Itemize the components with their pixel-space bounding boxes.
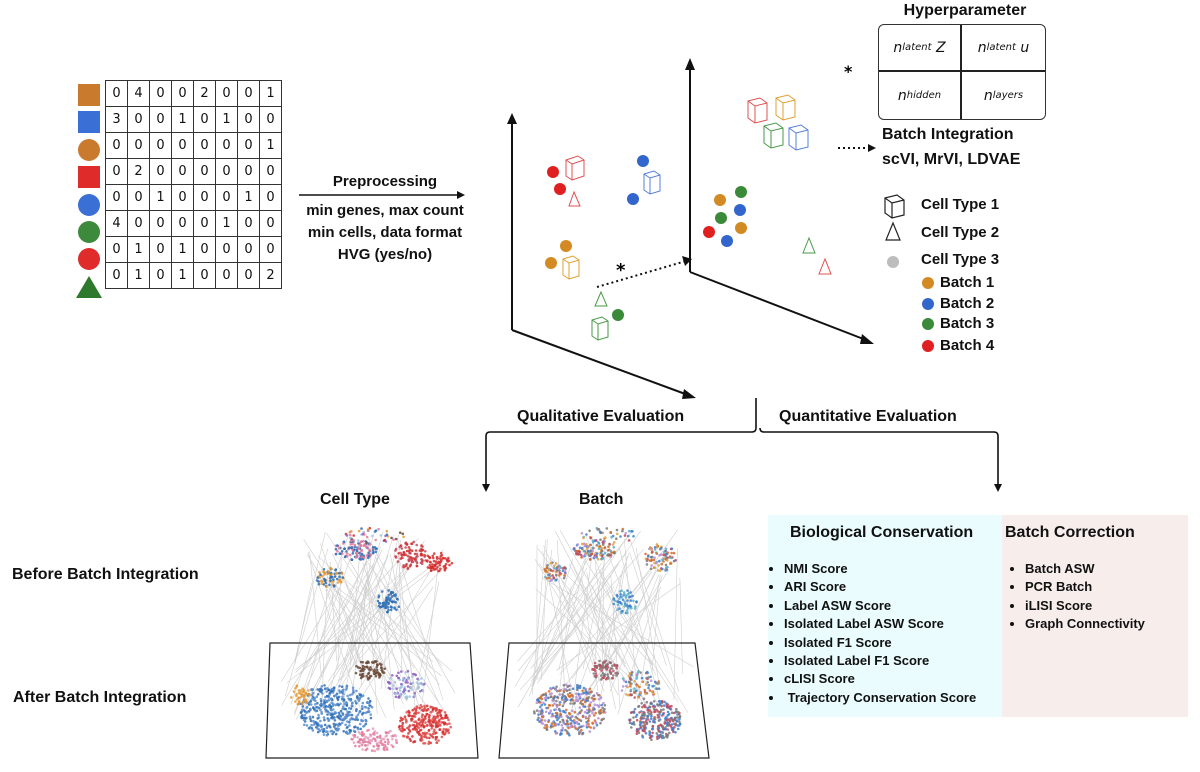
raw-cluster-green	[591, 290, 624, 341]
integration-arrow	[838, 144, 876, 152]
batch-correction-panel	[1002, 515, 1188, 717]
preprocessing-line-1: min genes, max count	[306, 202, 464, 219]
qualitative-evaluation-label: Qualitative Evaluation	[517, 408, 685, 425]
after-integration-plane	[265, 642, 479, 759]
asterisk-mark: *	[616, 260, 626, 281]
metric-item: iLISI Score	[1025, 597, 1145, 615]
quantitative-evaluation-label: Quantitative Evaluation	[779, 408, 957, 425]
legend-batch-3: Batch 3	[940, 315, 995, 332]
batch-1-icon	[922, 277, 934, 289]
latent-space-axes	[685, 58, 874, 344]
matrix-cell: 1	[171, 262, 194, 289]
legend-cell-type-1: Cell Type 1	[921, 196, 1000, 213]
biological-conservation-metrics: NMI ScoreARI ScoreLabel ASW ScoreIsolate…	[768, 560, 976, 707]
metric-item: Graph Connectivity	[1025, 615, 1145, 633]
metric-item: Label ASW Score	[784, 597, 976, 615]
latent-cluster-balls	[703, 186, 747, 247]
metric-item: PCR Batch	[1025, 578, 1145, 596]
metric-item: cLISI Score	[784, 670, 976, 688]
metric-item: Trajectory Conservation Score	[784, 689, 977, 707]
legend-batch-1: Batch 1	[940, 274, 995, 291]
square-icon	[78, 166, 100, 189]
raw-space-axes	[507, 113, 696, 399]
latent-space-diagram: * *	[507, 58, 934, 399]
metric-item: ARI Score	[784, 578, 976, 596]
cell-type-1-icon	[884, 194, 905, 219]
raw-cluster-red	[547, 155, 585, 207]
square-icon	[78, 111, 100, 134]
batch-integration-methods: scVI, MrVI, LDVAE	[882, 151, 1021, 168]
asterisk-mark-2: *	[844, 62, 853, 81]
preprocessing-line-2: min cells, data format	[307, 224, 463, 241]
hyperparameter-title: Hyperparameter	[903, 2, 1027, 19]
batch-correction-title: Batch Correction	[1005, 524, 1135, 541]
circle-icon	[78, 193, 100, 216]
batch-integration-title: Batch Integration	[882, 126, 1014, 143]
raw-cluster-blue	[627, 155, 661, 205]
batch-umap-panel	[498, 526, 710, 759]
triangle-icon	[76, 275, 102, 298]
legend-batch-4: Batch 4	[940, 337, 995, 354]
metric-item: Batch ASW	[1025, 560, 1145, 578]
matrix-cell: 2	[259, 262, 282, 289]
cell-type-3-icon	[887, 256, 899, 268]
biological-conservation-title: Biological Conservation	[790, 524, 974, 541]
preprocessing-title: Preprocessing	[332, 173, 438, 190]
legend-batch-2: Batch 2	[940, 295, 995, 312]
metric-item: NMI Score	[784, 560, 976, 578]
preprocessing-line-3: HVG (yes/no)	[337, 246, 433, 263]
batch-3-icon	[922, 318, 934, 330]
legend-cell-type-2: Cell Type 2	[921, 224, 1000, 241]
matrix-cell: 0	[259, 184, 282, 211]
encoding-arrow: *	[596, 256, 692, 288]
before-integration-label: Before Batch Integration	[12, 566, 199, 583]
latent-cluster-cubes	[747, 94, 809, 151]
cell-type-umap-panel	[265, 526, 479, 759]
latent-cluster-cones	[802, 236, 832, 275]
batch-column-title: Batch	[579, 491, 624, 508]
after-integration-plane	[498, 642, 710, 759]
preprocessing-arrow	[299, 191, 465, 199]
legend-icons	[884, 194, 934, 352]
after-integration-label: After Batch Integration	[13, 689, 187, 706]
square-icon	[78, 84, 100, 106]
metric-item: Isolated Label F1 Score	[784, 652, 976, 670]
biological-conservation-panel	[768, 515, 1003, 717]
batch-2-icon	[922, 298, 934, 310]
cell-type-column-title: Cell Type	[320, 491, 390, 508]
circle-icon	[78, 248, 100, 271]
metric-item: Isolated Label ASW Score	[784, 615, 976, 633]
cell-type-2-icon	[885, 221, 901, 241]
circle-icon	[78, 138, 100, 161]
batch-4-icon	[922, 340, 934, 352]
raw-cluster-orange	[545, 240, 580, 280]
batch-correction-metrics: Batch ASWPCR BatchiLISI ScoreGraph Conne…	[1009, 560, 1145, 634]
circle-icon	[78, 221, 100, 243]
evaluation-bracket	[482, 398, 1002, 492]
legend-cell-type-3: Cell Type 3	[921, 251, 1000, 268]
metric-item: Isolated F1 Score	[784, 634, 976, 652]
